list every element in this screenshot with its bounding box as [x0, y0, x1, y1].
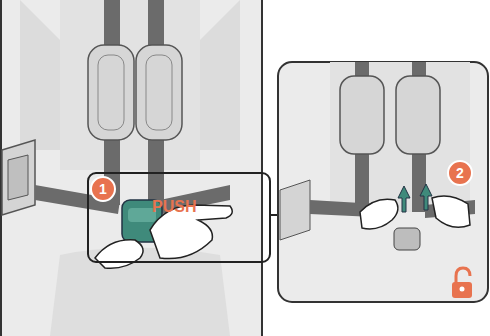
callout-number: 2: [447, 160, 473, 186]
callout-text: 1: [99, 182, 107, 196]
callout-text: 2: [456, 166, 464, 180]
callout-number: 1: [90, 176, 116, 202]
action-label: PUSH: [152, 199, 196, 215]
